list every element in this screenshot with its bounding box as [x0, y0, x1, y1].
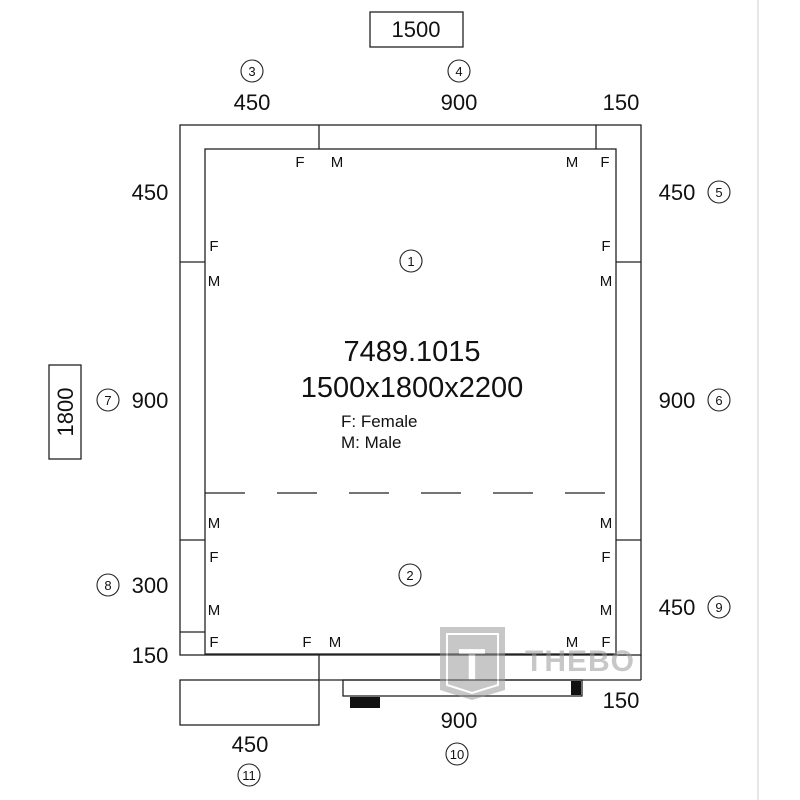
zone-marker-circle — [399, 249, 423, 273]
connector-female: F — [209, 549, 218, 566]
bottom-left-panel — [179, 679, 320, 726]
dim-label: 300 — [132, 573, 169, 598]
dim-label: 450 — [659, 180, 696, 205]
marker-circle — [96, 573, 120, 597]
width-badge — [369, 11, 464, 48]
dim-label: 900 — [441, 708, 478, 733]
connector-male: M — [600, 602, 613, 619]
zone-marker-circle — [398, 563, 422, 587]
connector-male: M — [331, 154, 344, 171]
dim-label: 900 — [659, 388, 696, 413]
connector-labels: F M M F F M F M M F M F M F M F F M M — [208, 154, 613, 651]
thebo-watermark: T THEBO — [440, 627, 635, 700]
marker-circle — [707, 595, 731, 619]
connector-female: F — [302, 634, 311, 651]
dim-label: 450 — [232, 732, 269, 757]
door-hinge-left — [350, 697, 380, 708]
connector-male: M — [566, 634, 579, 651]
connector-female: F — [295, 154, 304, 171]
connector-male: M — [208, 602, 221, 619]
legend-male: M: Male — [341, 433, 401, 452]
dim-label: 150 — [603, 90, 640, 115]
shield-logo-icon — [440, 627, 505, 700]
connector-male: M — [208, 273, 221, 290]
connector-female: F — [601, 634, 610, 651]
depth-badge-label: 1800 — [53, 388, 78, 437]
connector-male: M — [566, 154, 579, 171]
inner-wall — [204, 148, 617, 655]
connector-female: F — [600, 154, 609, 171]
dim-label: 150 — [132, 643, 169, 668]
marker-label: 10 — [450, 747, 464, 762]
logo-letter: T — [459, 640, 486, 689]
connector-female: F — [209, 238, 218, 255]
depth-badge — [48, 364, 82, 460]
marker-label: 5 — [715, 185, 722, 200]
marker-circle — [707, 180, 731, 204]
connector-male: M — [600, 515, 613, 532]
connector-male: M — [329, 634, 342, 651]
right-dimensions: 450 5 900 6 450 9 150 — [603, 180, 731, 713]
dim-label: 450 — [132, 180, 169, 205]
marker-circle — [240, 59, 264, 83]
marker-circle — [707, 388, 731, 412]
connector-female: F — [601, 549, 610, 566]
dim-label: 900 — [132, 388, 169, 413]
marker-label: 7 — [104, 393, 111, 408]
zone-markers: 1 2 — [398, 249, 423, 587]
top-dimensions: 3 450 4 900 150 — [234, 59, 640, 115]
brand-name: THEBO — [525, 645, 635, 678]
marker-label: 9 — [715, 600, 722, 615]
marker-circle — [447, 59, 471, 83]
page-edge-rule — [757, 0, 759, 800]
connector-male: M — [208, 515, 221, 532]
width-badge-label: 1500 — [392, 17, 441, 42]
cell-size: 1500x1800x2200 — [301, 372, 524, 404]
marker-label: 6 — [715, 393, 722, 408]
dim-label: 450 — [659, 595, 696, 620]
marker-label: 3 — [248, 64, 255, 79]
legend-female: F: Female — [341, 412, 418, 431]
marker-circle — [237, 763, 261, 787]
bottom-dimensions: 900 10 450 11 — [232, 708, 478, 787]
connector-male: M — [600, 273, 613, 290]
dim-label: 150 — [603, 688, 640, 713]
marker-circle — [445, 742, 469, 766]
marker-label: 8 — [104, 578, 111, 593]
marker-circle — [96, 388, 120, 412]
article-number: 7489.1015 — [343, 336, 480, 368]
connector-female: F — [209, 634, 218, 651]
dim-label: 450 — [234, 90, 271, 115]
zone-marker-label: 2 — [406, 568, 413, 583]
zone-marker-label: 1 — [407, 254, 414, 269]
dim-label: 900 — [441, 90, 478, 115]
shield-logo-inner — [446, 633, 499, 695]
connector-female: F — [601, 238, 610, 255]
marker-label: 4 — [455, 64, 462, 79]
outer-wall — [179, 124, 642, 656]
left-dimensions: 450 7 900 8 300 150 — [96, 180, 169, 668]
door-hinge-right — [571, 681, 581, 695]
marker-label: 11 — [242, 768, 256, 783]
